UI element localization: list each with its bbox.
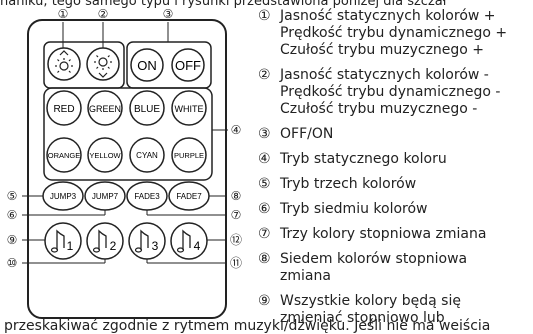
- jump7-button[interactable]: JUMP7: [84, 181, 126, 211]
- callout-7: ⑦: [231, 208, 242, 222]
- header-text-fragment: naniku, tego samego typu i rysunki przed…: [0, 0, 447, 9]
- brightness-down-icon: [94, 55, 112, 78]
- music-note-icon: [98, 229, 107, 250]
- callout-2: ②: [98, 7, 109, 21]
- legend-item-8: ⑧ Siedem kolorów stopniowa zmiana: [258, 251, 468, 284]
- yellow-button-label: YELLOW: [89, 151, 121, 160]
- green-button-label: GREEN: [89, 104, 121, 114]
- fade7-button-label: FADE7: [176, 192, 202, 201]
- white-button[interactable]: WHITE: [171, 90, 207, 126]
- on-button[interactable]: ON: [130, 48, 164, 82]
- brightness-up-button[interactable]: [47, 47, 81, 81]
- music-3-label: 3: [152, 239, 159, 253]
- music-note-icon: [140, 229, 149, 250]
- music-2-label: 2: [110, 239, 117, 253]
- cyan-button-label: CYAN: [136, 151, 158, 160]
- callout-1: ①: [58, 7, 69, 21]
- legend-item-2: ② Jasność statycznych kolorów - Prędkość…: [258, 67, 501, 117]
- music-1-button[interactable]: 1: [44, 222, 82, 260]
- callout-numbers: ① ② ③ ④ ⑤ ⑥ ⑦ ⑧ ⑨ ⑩ ⑪ ⑫: [7, 7, 242, 270]
- yellow-button[interactable]: YELLOW: [87, 137, 123, 173]
- jump3-button[interactable]: JUMP3: [42, 181, 84, 211]
- blue-button-label: BLUE: [134, 104, 160, 115]
- color-group-box: [43, 87, 213, 181]
- off-button[interactable]: OFF: [171, 48, 205, 82]
- callout-11: ⑪: [230, 256, 242, 270]
- fade7-button[interactable]: FADE7: [168, 181, 210, 211]
- legend-item-5: ⑤ Tryb trzech kolorów: [258, 176, 417, 192]
- red-button[interactable]: RED: [46, 90, 82, 126]
- callout-lines: [22, 22, 228, 264]
- purple-button[interactable]: PURPLE: [171, 137, 207, 173]
- fade3-button-label: FADE3: [134, 192, 160, 201]
- cyan-button[interactable]: CYAN: [129, 137, 165, 173]
- off-button-label: OFF: [175, 58, 201, 73]
- callout-12: ⑫: [230, 233, 242, 247]
- music-3-button[interactable]: 3: [128, 222, 166, 260]
- music-note-icon: [56, 229, 65, 250]
- on-button-label: ON: [137, 58, 157, 73]
- legend-list: ① Jasność statycznych kolorów + Prędkość…: [258, 8, 530, 330]
- purple-button-label: PURPLE: [174, 151, 204, 160]
- callout-8: ⑧: [231, 189, 242, 203]
- callout-9: ⑨: [7, 233, 18, 247]
- orange-button-label: ORANGE: [48, 151, 81, 160]
- music-4-label: 4: [194, 239, 201, 253]
- footer-text-fragment: przeskakiwać zgodnie z rytmem muzyki/dźw…: [4, 318, 491, 334]
- jump3-button-label: JUMP3: [50, 192, 77, 201]
- brightness-down-button[interactable]: [86, 47, 120, 81]
- music-4-button[interactable]: 4: [170, 222, 208, 260]
- callout-10: ⑩: [7, 256, 18, 270]
- brightness-up-icon: [55, 50, 73, 73]
- legend-item-9: ⑨ Wszystkie kolory będą się zmieniać sto…: [258, 293, 461, 326]
- fade3-button[interactable]: FADE3: [126, 181, 168, 211]
- red-button-label: RED: [53, 104, 74, 115]
- legend-item-4: ④ Tryb statycznego koloru: [258, 151, 447, 167]
- orange-button[interactable]: ORANGE: [46, 137, 82, 173]
- legend-item-1: ① Jasność statycznych kolorów + Prędkość…: [258, 8, 508, 58]
- green-button[interactable]: GREEN: [87, 90, 123, 126]
- callout-6: ⑥: [7, 208, 18, 222]
- music-note-icon: [182, 229, 191, 250]
- callout-5: ⑤: [7, 189, 18, 203]
- legend-item-6: ⑥ Tryb siedmiu kolorów: [258, 201, 428, 217]
- callout-3: ③: [163, 7, 174, 21]
- legend-item-7: ⑦ Trzy kolory stopniowa zmiana: [258, 226, 487, 242]
- white-button-label: WHITE: [175, 104, 204, 114]
- callout-4: ④: [231, 123, 242, 137]
- music-2-button[interactable]: 2: [86, 222, 124, 260]
- music-1-label: 1: [67, 239, 74, 253]
- blue-button[interactable]: BLUE: [129, 90, 165, 126]
- legend-item-3: ③ OFF/ON: [258, 126, 334, 142]
- jump7-button-label: JUMP7: [92, 192, 119, 201]
